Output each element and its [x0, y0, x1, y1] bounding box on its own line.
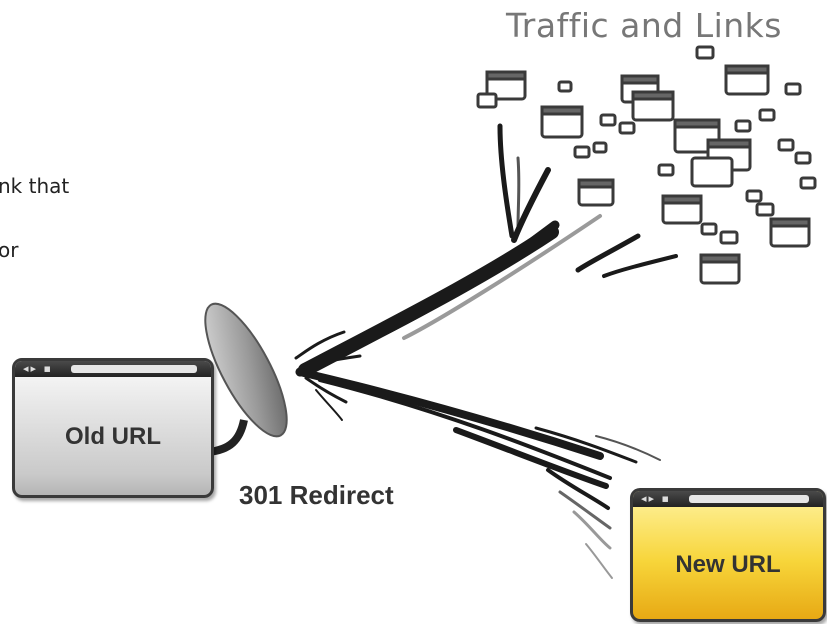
page-icon	[755, 202, 775, 217]
old-url-titlebar: ◂▸ ▪	[15, 361, 211, 377]
page-icon	[577, 178, 615, 207]
arrow-outgoing-main	[296, 368, 604, 460]
page-icon	[769, 217, 811, 248]
old-url-label: Old URL	[65, 423, 161, 450]
arrow-outgoing-4	[546, 468, 610, 510]
redirect-label: 301 Redirect	[239, 480, 394, 510]
arrow-outgoing-small-1	[304, 376, 348, 404]
side-text-line-2: or	[0, 238, 19, 262]
page-icon	[724, 64, 770, 96]
arrow-incoming-right	[602, 254, 678, 278]
page-icon	[734, 119, 752, 133]
page-icon	[485, 70, 527, 101]
page-icon	[540, 105, 584, 139]
page-icons-cluster	[476, 45, 817, 285]
page-icon	[700, 222, 718, 236]
arrow-outgoing-small-2	[315, 389, 343, 421]
side-text-line-1: nk that	[0, 174, 70, 198]
page-icon	[657, 163, 675, 177]
old-url-browser: ◂▸ ▪ Old URL	[12, 358, 214, 498]
page-icon	[690, 156, 734, 188]
arrow-incoming-mid	[575, 233, 641, 273]
new-url-titlebar: ◂▸ ▪	[633, 491, 823, 507]
arrow-outgoing-1	[453, 427, 609, 489]
arrow-outgoing-5	[558, 490, 612, 530]
page-icon	[573, 145, 591, 159]
arrow-incoming-small-1	[294, 330, 346, 360]
page-icon	[618, 121, 636, 135]
arrow-outgoing-2	[534, 426, 638, 464]
page-icon	[799, 176, 817, 190]
address-bar	[689, 495, 809, 503]
satellite-dish-icon	[204, 302, 288, 438]
arrow-outgoing-3	[595, 435, 661, 461]
page-icon	[592, 141, 608, 154]
arrow-incoming-top-3	[511, 167, 551, 243]
page-icon	[557, 80, 573, 93]
arrow-incoming-main-thick	[298, 225, 559, 377]
page-icon	[661, 194, 703, 225]
arrow-outgoing-secondary	[318, 378, 612, 480]
arrow-incoming-top-1	[497, 123, 515, 239]
page-icon	[476, 92, 498, 109]
browser-nav-icons: ◂▸ ▪	[23, 362, 53, 375]
page-icon	[719, 230, 739, 245]
page-icon	[745, 189, 763, 203]
page-icon	[784, 82, 802, 96]
incoming-arrows	[294, 123, 678, 377]
page-icon	[758, 108, 776, 122]
page-icon	[631, 90, 675, 122]
address-bar	[71, 365, 197, 373]
arrow-outgoing-6	[572, 510, 612, 550]
arrow-incoming-small-2	[298, 354, 362, 370]
outgoing-arrows	[296, 368, 661, 579]
page-icon	[699, 253, 741, 285]
traffic-heading: Traffic and Links	[506, 6, 782, 45]
new-url-browser: ◂▸ ▪ New URL	[630, 488, 826, 622]
new-url-label: New URL	[675, 551, 781, 578]
arrow-incoming-top-2	[516, 156, 521, 230]
page-icon	[777, 138, 795, 152]
browser-nav-icons: ◂▸ ▪	[641, 492, 671, 505]
page-icon	[794, 151, 812, 165]
page-icon	[695, 45, 715, 60]
arrow-incoming-gray	[402, 214, 602, 340]
arrow-outgoing-7	[585, 543, 613, 579]
page-icon	[599, 113, 617, 127]
